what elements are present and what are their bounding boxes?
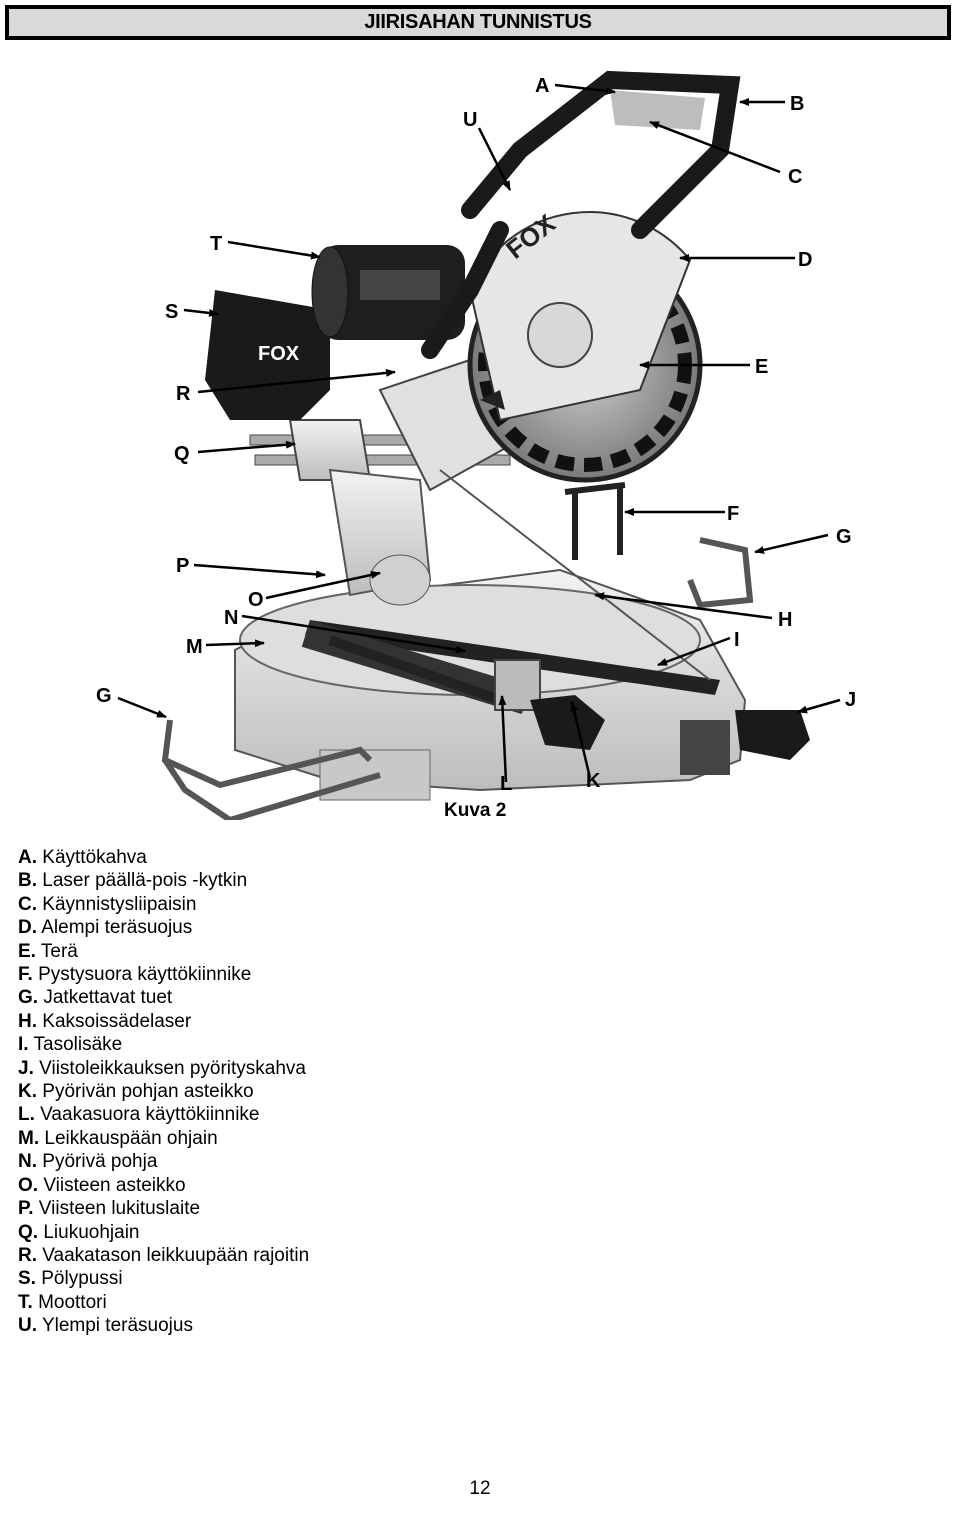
callout-n: N bbox=[224, 607, 238, 629]
legend-item: K. Pyörivän pohjan asteikko bbox=[18, 1081, 254, 1103]
bevel-knob bbox=[735, 710, 810, 760]
callout-i: I bbox=[734, 629, 740, 651]
legend-item: O. Viisteen asteikko bbox=[18, 1174, 186, 1196]
legend-item: Q. Liukuohjain bbox=[18, 1221, 140, 1243]
figure-caption: Kuva 2 bbox=[444, 800, 507, 821]
callout-h: H bbox=[778, 609, 792, 631]
callout-r: R bbox=[176, 383, 191, 405]
callout-k: K bbox=[586, 770, 601, 792]
legend-item: G. Jatkettavat tuet bbox=[18, 987, 173, 1009]
miter-saw-illustration: FOX FOX bbox=[96, 70, 856, 820]
legend-item: D. Alempi teräsuojus bbox=[18, 917, 193, 939]
callout-m: M bbox=[186, 636, 203, 658]
dust-bag-logo: FOX bbox=[258, 343, 300, 365]
callout-l: L bbox=[500, 773, 512, 795]
vertical-clamp bbox=[564, 482, 626, 560]
callout-b: B bbox=[790, 93, 804, 115]
legend-item: S. Pölypussi bbox=[18, 1268, 123, 1290]
operating-handle bbox=[421, 70, 741, 359]
callout-s: S bbox=[165, 301, 178, 323]
dust-bag: FOX bbox=[205, 290, 330, 420]
legend-item: B. Laser päällä-pois -kytkin bbox=[18, 870, 248, 892]
callout-q: Q bbox=[174, 443, 190, 465]
callout-labels: A B C D E F G H I J K L M N O P Q R S T … bbox=[96, 75, 856, 795]
legend-item: R. Vaakatason leikkuupään rajoitin bbox=[18, 1244, 310, 1266]
saw-diagram: FOX FOX bbox=[0, 60, 960, 820]
legend-item: L. Vaakasuora käyttökiinnike bbox=[18, 1104, 260, 1126]
laser-line bbox=[439, 469, 711, 681]
title-bar: JIIRISAHAN TUNNISTUS bbox=[5, 5, 951, 40]
legend-item: P. Viisteen lukituslaite bbox=[18, 1198, 201, 1220]
legend-item: N. Pyörivä pohja bbox=[18, 1151, 158, 1173]
legend-item: I. Tasolisäke bbox=[18, 1034, 123, 1056]
callout-t: T bbox=[210, 233, 222, 255]
legend-item: C. Käynnistysliipaisin bbox=[18, 893, 197, 915]
parts-legend: A. Käyttökahva B. Laser päällä-pois -kyt… bbox=[18, 846, 309, 1338]
callout-a: A bbox=[535, 75, 549, 97]
motor bbox=[311, 245, 465, 340]
legend-item: U. Ylempi teräsuojus bbox=[18, 1315, 193, 1337]
callout-o: O bbox=[248, 589, 264, 611]
callout-p: P bbox=[176, 555, 189, 577]
blade-assembly: FOX bbox=[467, 208, 703, 483]
legend-item: H. Kaksoissädelaser bbox=[18, 1010, 192, 1032]
callout-f: F bbox=[727, 503, 739, 525]
legend-item: J. Viistoleikkauksen pyörityskahva bbox=[18, 1057, 306, 1079]
legend-item: F. Pystysuora käyttökiinnike bbox=[18, 964, 252, 986]
handle-grip bbox=[610, 90, 705, 130]
callout-e: E bbox=[755, 356, 768, 378]
callout-c: C bbox=[788, 166, 802, 188]
callout-u: U bbox=[463, 109, 477, 131]
saw-base bbox=[234, 568, 747, 801]
legend-item: E. Terä bbox=[18, 940, 78, 962]
page-number: 12 bbox=[469, 1478, 491, 1499]
callout-d: D bbox=[798, 249, 812, 271]
callout-j: J bbox=[845, 689, 856, 711]
page-title: JIIRISAHAN TUNNISTUS bbox=[364, 11, 592, 33]
legend-item: M. Leikkauspään ohjain bbox=[18, 1127, 218, 1149]
legend-item: T. Moottori bbox=[18, 1291, 107, 1313]
legend-item: A. Käyttökahva bbox=[18, 847, 147, 868]
turn-table-knob bbox=[530, 695, 605, 750]
leader-lines bbox=[117, 83, 841, 783]
extension-supports bbox=[161, 537, 754, 820]
callout-g-right: G bbox=[836, 526, 852, 548]
callout-g-left: G bbox=[96, 685, 112, 707]
